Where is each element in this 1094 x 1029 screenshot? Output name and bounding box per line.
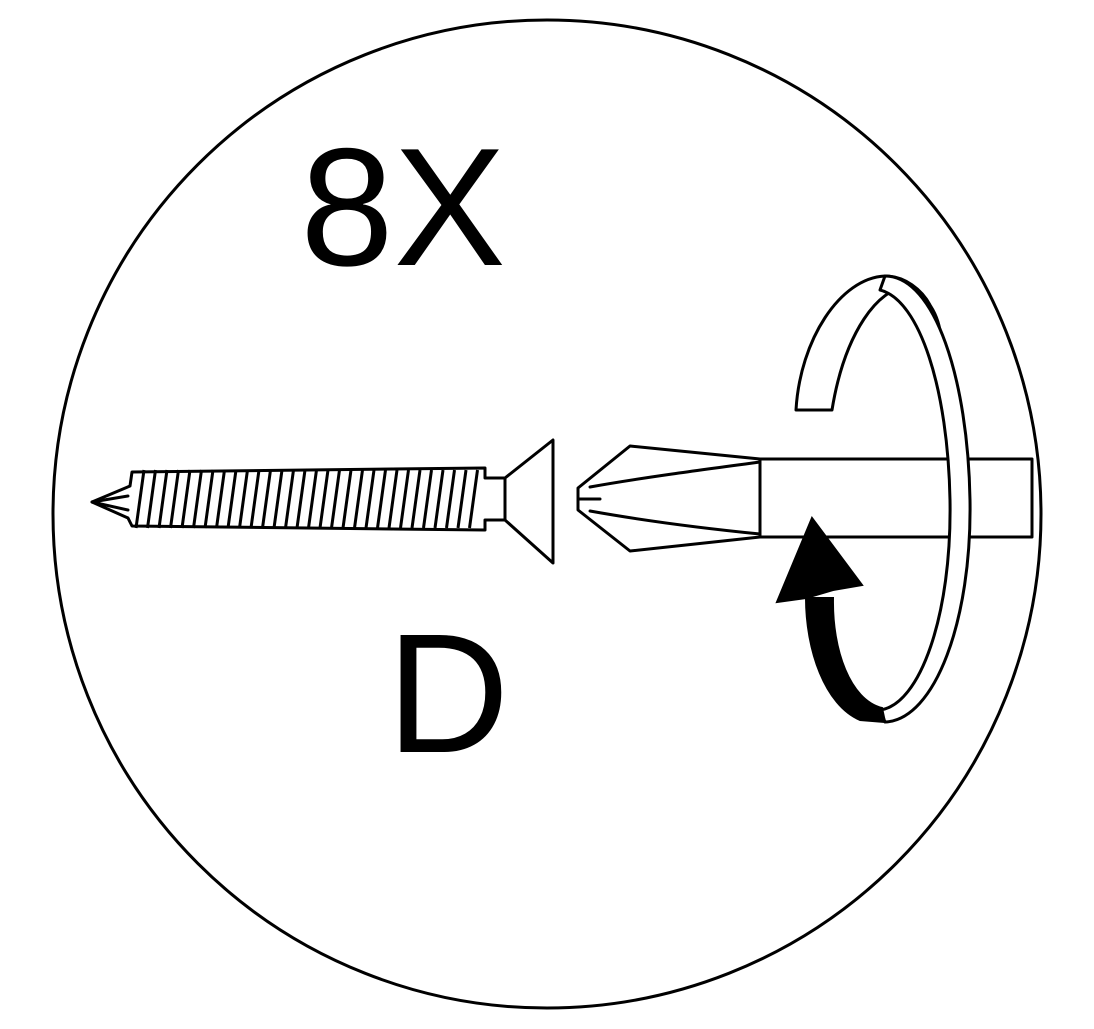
part-label: D [387, 599, 510, 789]
screwdriver-shaft [760, 459, 1032, 537]
quantity-label: 8X [300, 113, 506, 301]
